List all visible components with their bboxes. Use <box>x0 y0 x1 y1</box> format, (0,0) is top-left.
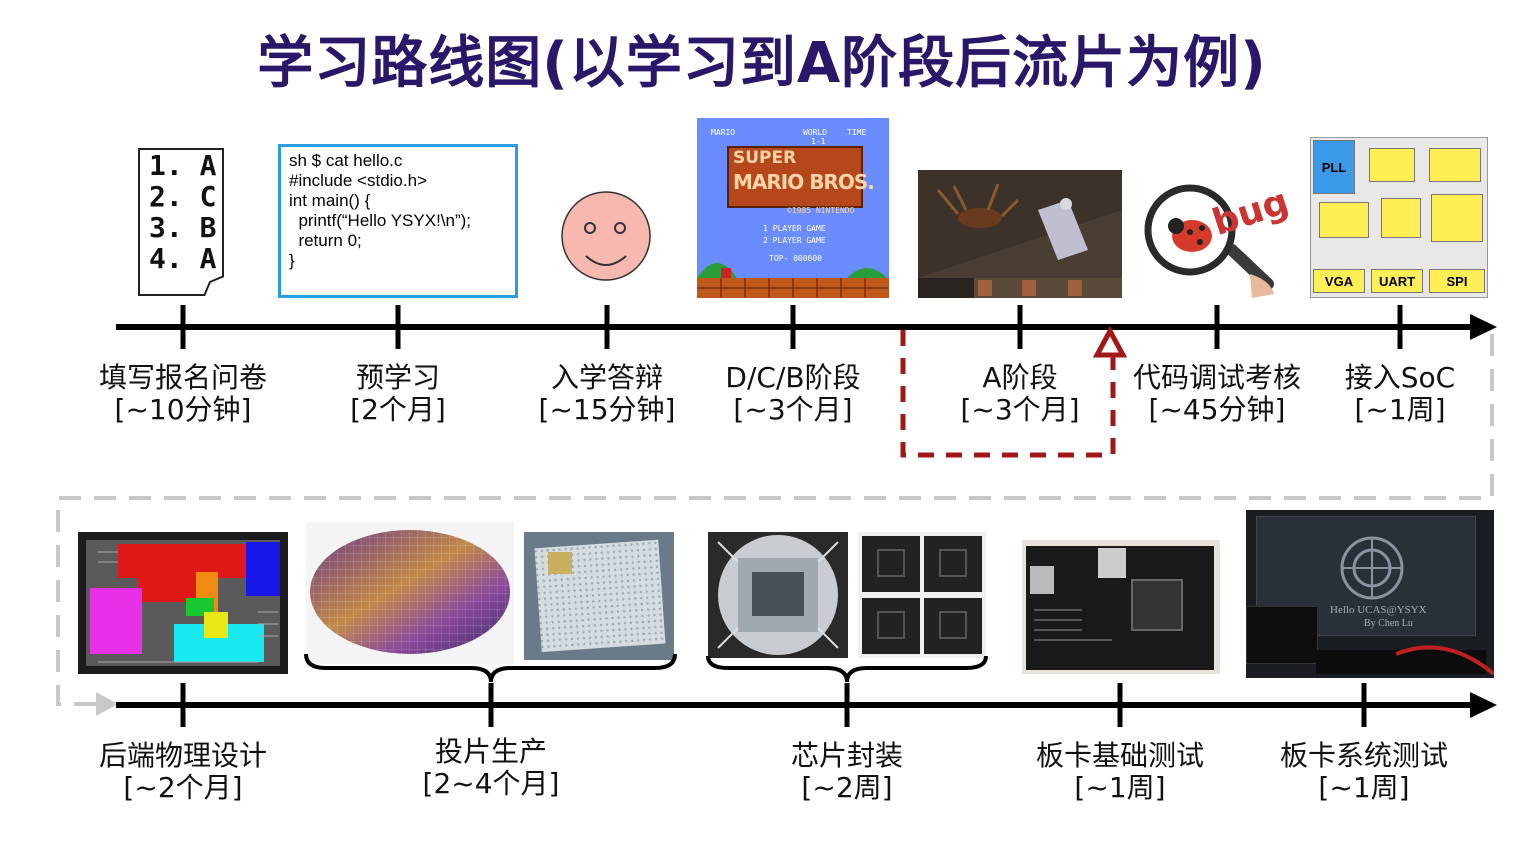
code-line: sh $ cat hello.c <box>289 151 403 170</box>
row-1-ticks <box>180 305 1403 349</box>
stage-duration: [~15分钟] <box>538 393 676 426</box>
magnifier-bug-icon <box>1144 184 1274 298</box>
code-line: return 0; <box>289 231 362 250</box>
die-icon <box>524 532 674 660</box>
board-in-photo <box>1246 606 1318 664</box>
mario-logo-panel <box>727 146 863 208</box>
screen-text-1: Hello UCAS@YSYX <box>1330 604 1427 616</box>
stage-duration: [2个月] <box>350 393 446 426</box>
stage-name: 预学习 <box>355 361 441 394</box>
chip-layout-icon <box>78 532 288 674</box>
stage-soc: 接入SoC [~1周] <box>1345 362 1455 426</box>
stage-duration: [~1周] <box>1318 771 1410 804</box>
game-screenshot-icon <box>918 170 1122 298</box>
soc-block <box>1319 202 1369 238</box>
soc-block-pll: PLL <box>1313 140 1355 194</box>
timeline-row-1-arrowhead-icon <box>1470 314 1497 340</box>
brace-package <box>706 655 988 683</box>
stage-name: 接入SoC <box>1344 361 1456 394</box>
stage-package: 芯片封装 [~2周] <box>791 740 903 804</box>
stage-fab: 投片生产 [2~4个月] <box>423 736 560 800</box>
mario-option-2: 2 PLAYER GAME <box>763 236 826 245</box>
stage-debug-exam: 代码调试考核 [~45分钟] <box>1133 362 1301 426</box>
code-line: printf(“Hello YSYX!\n”); <box>289 211 472 230</box>
stage-questionnaire: 填写报名问卷 [~10分钟] <box>99 362 267 426</box>
soc-block <box>1381 198 1421 238</box>
mario-copyright: ©1985 NINTENDO <box>787 206 855 215</box>
mario-hud-player: MARIO <box>711 128 736 137</box>
answer-2: 2. C <box>149 180 217 213</box>
chip-package-icon <box>708 532 848 658</box>
row-2-ticks <box>180 683 1367 727</box>
soc-block-spi: SPI <box>1429 269 1485 293</box>
stage-name: 投片生产 <box>434 735 548 768</box>
stage-name: 代码调试考核 <box>1132 361 1302 394</box>
soc-block-diagram: PLL VGA UART SPI <box>1310 137 1488 298</box>
page-fold-icon <box>204 276 224 296</box>
mario-hud-world: WORLD <box>803 128 828 137</box>
soc-block <box>1369 148 1415 182</box>
timeline-row-2-arrowhead-icon <box>1470 692 1497 718</box>
brace-fab <box>304 653 677 683</box>
stage-name: 板卡基础测试 <box>1035 739 1205 772</box>
stage-name: A阶段 <box>982 361 1058 394</box>
mario-hud-level: 1-1 <box>811 137 826 146</box>
answer-4: 4. A <box>149 242 217 275</box>
stage-name: 填写报名问卷 <box>98 361 268 394</box>
questionnaire-paper: 1. A 2. C 3. B 4. A <box>138 148 224 296</box>
system-test-photo: Hello UCAS@YSYX By Chen Lu <box>1246 510 1494 678</box>
mario-logo-line1: SUPER <box>733 148 797 168</box>
soc-block <box>1429 148 1481 182</box>
mario-top-score: TOP- 000000 <box>769 254 822 263</box>
soc-block-vga: VGA <box>1313 269 1365 293</box>
mario-title-screen: MARIO WORLD 1-1 TIME SUPER MARIO BROS. ©… <box>697 118 889 298</box>
stage-name: 芯片封装 <box>790 739 904 772</box>
screen-text-2: By Chen Lu <box>1364 618 1413 629</box>
mario-hud-time: TIME <box>847 128 867 137</box>
mario-logo-line2: MARIO BROS. <box>733 170 875 194</box>
test-board-icon <box>1022 540 1220 674</box>
stage-duration: [~1周] <box>1354 393 1446 426</box>
stage-name: 后端物理设计 <box>98 739 268 772</box>
smiley-face-icon <box>561 191 651 281</box>
stage-dcb: D/C/B阶段 [~3个月] <box>725 362 860 426</box>
stage-duration: [~2周] <box>801 771 893 804</box>
flow-connector <box>56 334 1494 706</box>
mario-option-1: 1 PLAYER GAME <box>763 224 826 233</box>
code-line: } <box>289 251 295 270</box>
stage-duration: [~3个月] <box>960 393 1080 426</box>
soc-block-uart: UART <box>1371 269 1423 293</box>
logo-pattern-icon <box>1340 536 1404 600</box>
stage-duration: [~2个月] <box>123 771 243 804</box>
soc-block <box>1431 194 1483 242</box>
stage-backend: 后端物理设计 [~2个月] <box>99 740 267 804</box>
stage-duration: [~3个月] <box>733 393 853 426</box>
stage-defense: 入学答辩 [~15分钟] <box>539 362 676 426</box>
stage-name: 入学答辩 <box>550 361 664 394</box>
stage-a: A阶段 [~3个月] <box>960 362 1079 426</box>
cable-icon <box>1396 645 1494 676</box>
page-title: 学习路线图(以学习到A阶段后流片为例) <box>257 31 1267 96</box>
stage-duration: [~10分钟] <box>114 393 252 426</box>
wafer-icon <box>306 522 514 664</box>
answer-1: 1. A <box>149 149 217 182</box>
stage-board-system-test: 板卡系统测试 [~1周] <box>1280 740 1448 804</box>
packaged-chips-icon <box>858 532 986 658</box>
flow-arrowhead-icon <box>96 692 118 716</box>
stage-name: 板卡系统测试 <box>1279 739 1449 772</box>
stage-name: D/C/B阶段 <box>725 361 861 394</box>
mario-ground-icon <box>697 263 889 298</box>
answer-3: 3. B <box>149 211 217 244</box>
stage-prestudy: 预学习 [2个月] <box>350 362 446 426</box>
a-stage-highlight <box>900 330 1116 458</box>
code-snippet: sh $ cat hello.c #include <stdio.h> int … <box>278 144 518 298</box>
a-stage-arrow-icon <box>1092 325 1128 358</box>
code-line: int main() { <box>289 191 371 210</box>
stage-duration: [2~4个月] <box>422 767 560 800</box>
stage-board-basic-test: 板卡基础测试 [~1周] <box>1036 740 1204 804</box>
stage-duration: [~45分钟] <box>1148 393 1286 426</box>
stage-duration: [~1周] <box>1074 771 1166 804</box>
code-line: #include <stdio.h> <box>289 171 427 190</box>
